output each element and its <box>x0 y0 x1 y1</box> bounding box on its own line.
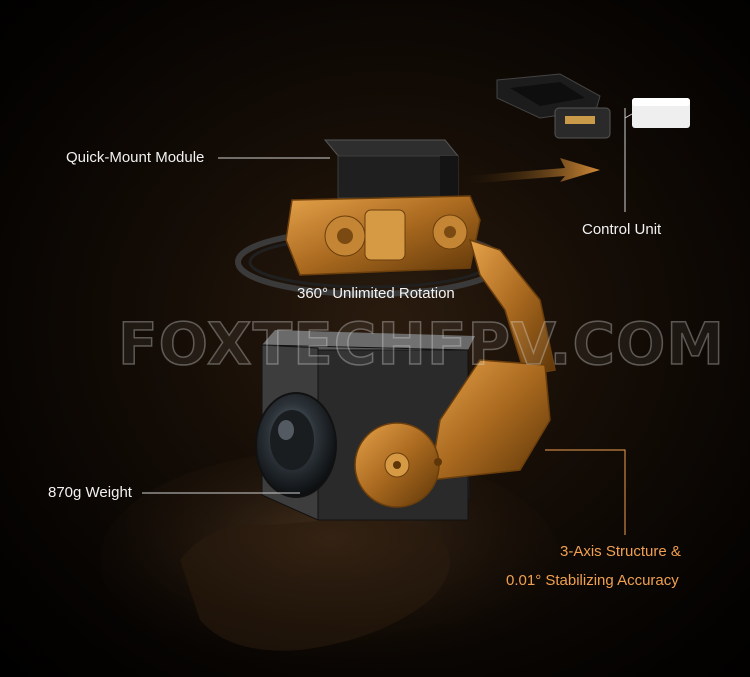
control-unit-label: Control Unit <box>582 221 662 238</box>
control-unit-device <box>496 73 690 139</box>
axis-structure-label: 3-Axis Structure & <box>560 543 681 560</box>
rotation-label: 360° Unlimited Rotation <box>297 285 455 302</box>
weight-label: 870g Weight <box>48 484 132 501</box>
gimbal-yaw-bracket <box>285 195 481 276</box>
quick-mount-module <box>323 139 460 199</box>
quick-mount-label: Quick-Mount Module <box>66 149 205 166</box>
motion-arrow <box>465 158 600 184</box>
stabilizing-accuracy-label: 0.01° Stabilizing Accuracy <box>506 572 679 589</box>
gimbal-tilt-motor <box>354 359 551 508</box>
camera-lens <box>255 392 337 498</box>
callout-leader-lines <box>142 108 626 494</box>
watermark: FOXTECHFPV.COM <box>117 309 726 379</box>
axis-callout-line <box>545 449 626 535</box>
